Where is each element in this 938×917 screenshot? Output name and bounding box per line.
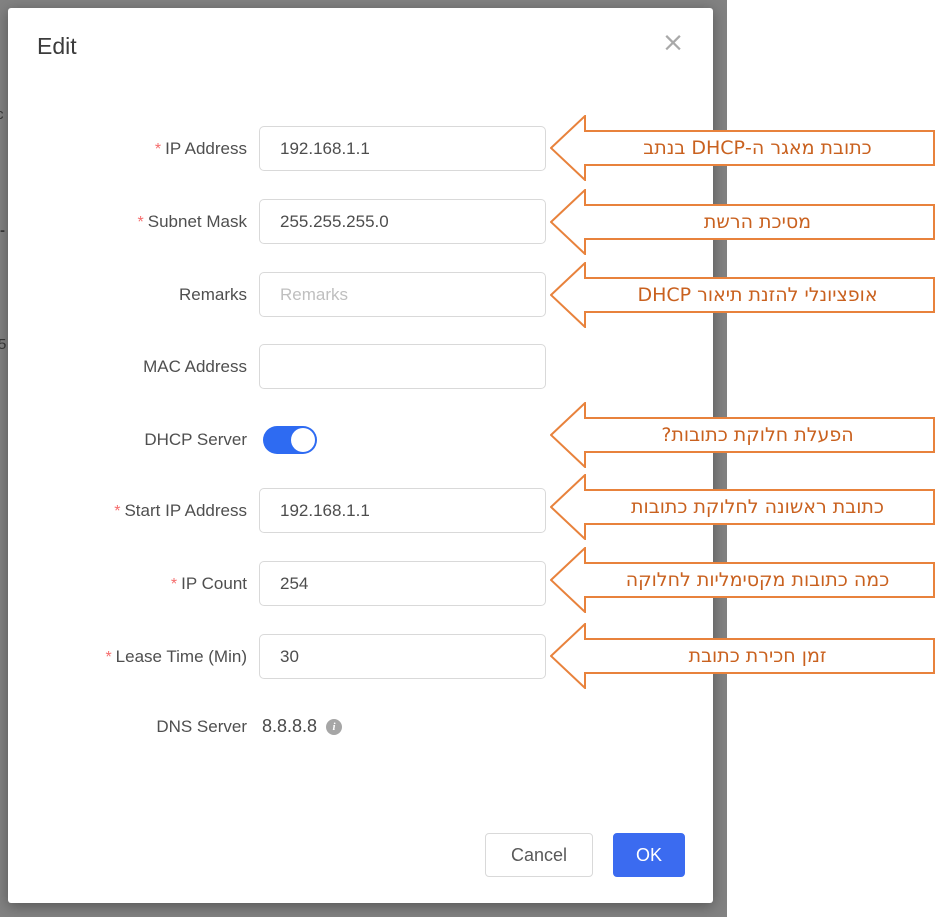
field-row-dns-server: DNS Server 8.8.8.8 i (8, 704, 343, 749)
callout-arrow-start-ip: כתובת ראשונה לחלוקת כתובות (550, 474, 935, 540)
callout-arrow-remarks: אופציונלי להזנת תיאור DHCP (550, 262, 935, 328)
required-asterisk: * (105, 648, 112, 666)
required-asterisk: * (154, 140, 162, 158)
left-arrow-icon (550, 547, 935, 613)
callout-text: כתובת ראשונה לחלוקת כתובות (631, 496, 884, 518)
ip-address-label: *IP Address (154, 138, 247, 158)
callout-arrow-subnet-mask: מסיכת הרשת (550, 189, 935, 255)
close-icon[interactable]: × (658, 28, 688, 58)
background-text-fragment: c (0, 106, 4, 123)
required-asterisk: * (137, 213, 144, 231)
background-page-fragments: c - 5 (0, 0, 8, 917)
required-asterisk: * (114, 502, 121, 520)
field-row-remarks: Remarks (8, 272, 546, 317)
left-arrow-icon (550, 262, 935, 328)
mac-address-input[interactable] (259, 344, 546, 389)
background-text-fragment: - (0, 222, 5, 239)
mac-address-label: MAC Address (143, 356, 247, 376)
cancel-button[interactable]: Cancel (485, 833, 593, 877)
field-row-ip-address: *IP Address (8, 126, 546, 171)
field-row-lease-time: *Lease Time (Min) (8, 634, 546, 679)
remarks-input[interactable] (259, 272, 546, 317)
callout-arrow-ip-address: כתובת מאגר ה-DHCP בנתב (550, 115, 935, 181)
remarks-label: Remarks (178, 284, 247, 304)
info-icon[interactable]: i (326, 718, 343, 735)
dns-server-label: DNS Server (156, 716, 247, 736)
dns-server-value: 8.8.8.8 (262, 716, 318, 736)
field-row-dhcp-server: DHCP Server (8, 417, 317, 462)
left-arrow-icon (550, 402, 935, 468)
field-row-subnet-mask: *Subnet Mask (8, 199, 546, 244)
callout-arrow-dhcp-server: הפעלת חלוקת כתובות? (550, 402, 935, 468)
callout-text: הפעלת חלוקת כתובות? (661, 424, 854, 446)
left-arrow-icon (550, 189, 935, 255)
required-asterisk: * (170, 575, 178, 593)
subnet-mask-label: *Subnet Mask (137, 211, 247, 231)
callout-text: אופציונלי להזנת תיאור DHCP (637, 284, 878, 306)
callout-text: כמה כתובות מקסימליות לחלוקה (625, 569, 890, 591)
ip-count-label: *IP Count (170, 573, 247, 593)
dhcp-server-label: DHCP Server (144, 429, 247, 449)
field-row-mac-address: MAC Address (8, 344, 546, 389)
subnet-mask-input[interactable] (259, 199, 546, 244)
callout-arrow-lease-time: זמן חכירת כתובת (550, 623, 935, 689)
lease-time-label: *Lease Time (Min) (105, 646, 247, 666)
callout-text: כתובת מאגר ה-DHCP בנתב (643, 137, 872, 159)
ok-button[interactable]: OK (613, 833, 685, 877)
callout-text: זמן חכירת כתובת (688, 645, 827, 667)
ip-count-input[interactable] (259, 561, 546, 606)
left-arrow-icon (550, 623, 935, 689)
left-arrow-icon (550, 474, 935, 540)
lease-time-input[interactable] (259, 634, 546, 679)
dhcp-server-toggle[interactable] (263, 425, 317, 454)
start-ip-label: *Start IP Address (114, 500, 247, 520)
field-row-start-ip: *Start IP Address (8, 488, 546, 533)
dialog-title: Edit (37, 33, 77, 59)
ip-address-input[interactable] (259, 126, 546, 171)
callout-text: מסיכת הרשת (703, 211, 812, 233)
callout-arrow-ip-count: כמה כתובות מקסימליות לחלוקה (550, 547, 935, 613)
left-arrow-icon (550, 115, 935, 181)
toggle-knob (291, 427, 315, 452)
start-ip-input[interactable] (259, 488, 546, 533)
field-row-ip-count: *IP Count (8, 561, 546, 606)
background-text-fragment: 5 (0, 336, 7, 353)
